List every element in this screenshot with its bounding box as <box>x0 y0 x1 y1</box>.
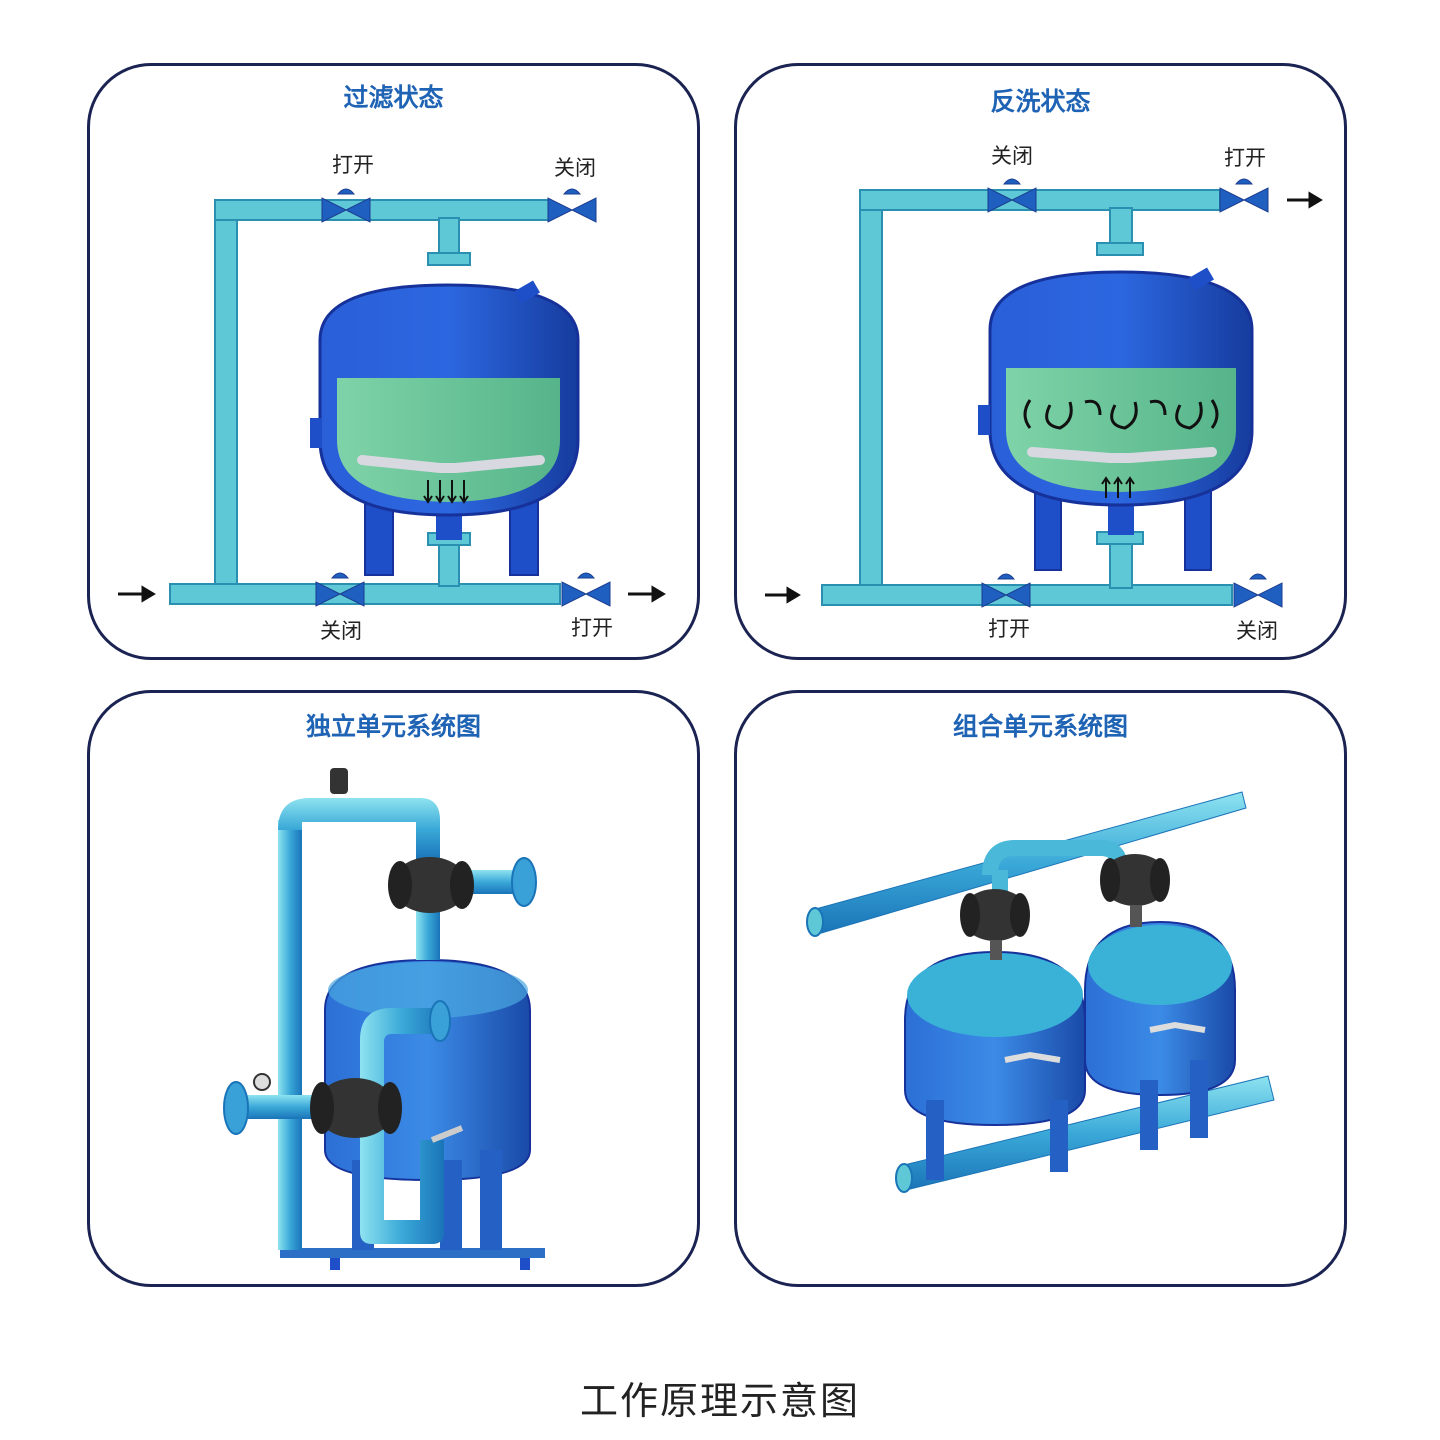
filter-state-title: 过滤状态 <box>343 83 444 112</box>
backwash-state-title: 反洗状态 <box>990 87 1091 116</box>
single-unit-panel: 独立单元系统图 <box>87 690 700 1287</box>
filter-state-panel: 过滤状态 <box>87 63 700 660</box>
single-unit-title: 独立单元系统图 <box>305 712 481 741</box>
combined-unit-panel: 组合单元系统图 <box>734 690 1347 1287</box>
backwash-state-panel: 反洗状态 <box>734 63 1347 660</box>
figure-caption: 工作原理示意图 <box>579 1379 860 1423</box>
combined-unit-title: 组合单元系统图 <box>952 712 1128 741</box>
